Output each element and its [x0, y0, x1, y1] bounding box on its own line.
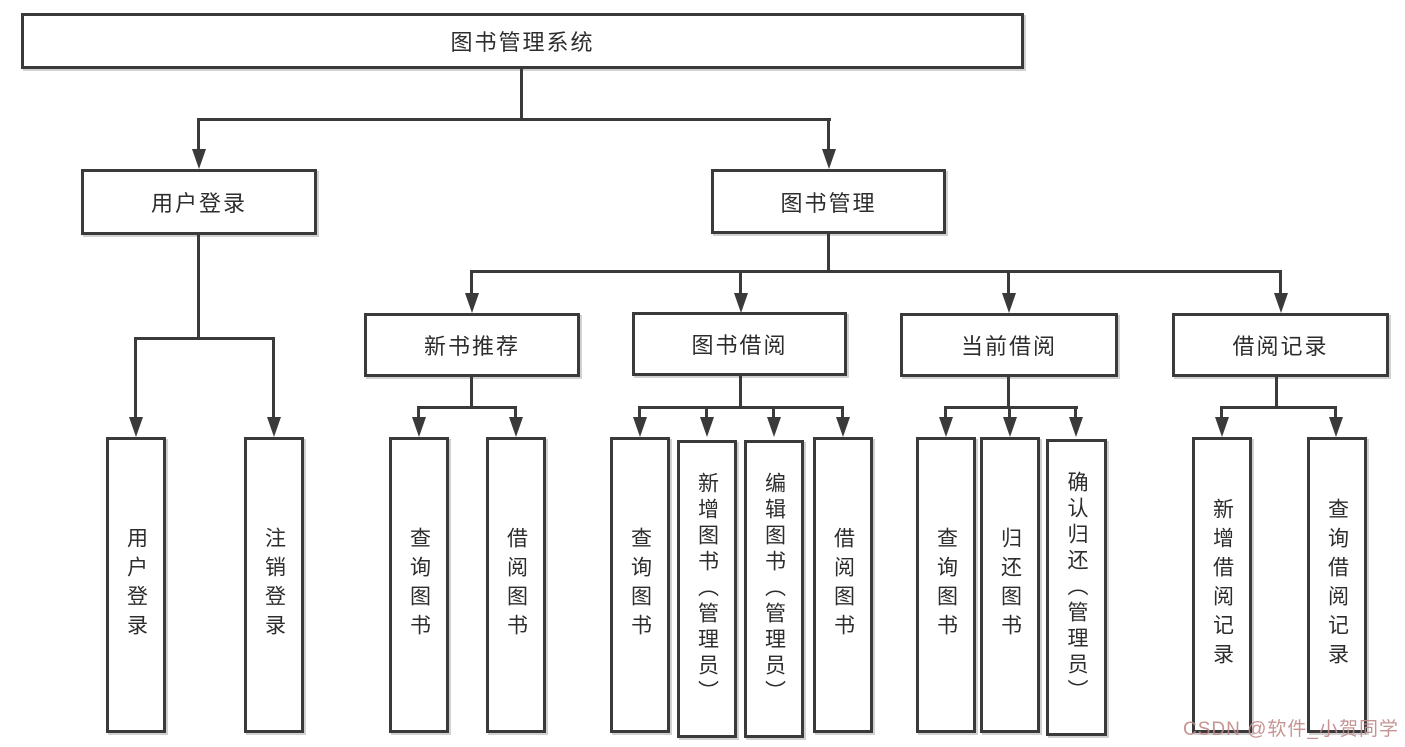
- leaf-user-login: 用户登录: [106, 437, 166, 733]
- connector-line: [739, 376, 742, 407]
- connector-line: [1279, 270, 1282, 294]
- connector-line: [1275, 377, 1278, 407]
- node-label: 用户登录: [124, 527, 148, 643]
- node-book-management: 图书管理: [711, 169, 946, 234]
- arrowhead-down-icon: [1003, 417, 1017, 437]
- connector-line: [470, 377, 473, 407]
- connector-line: [514, 406, 517, 418]
- arrowhead-down-icon: [734, 293, 748, 313]
- node-label: 图书管理系统: [450, 30, 595, 55]
- node-new-book-recommendation: 新书推荐: [364, 313, 580, 377]
- connector-line: [944, 406, 947, 418]
- connector-line: [272, 337, 275, 418]
- arrowhead-down-icon: [836, 417, 850, 437]
- leaf-query-borrow-record: 查询借阅记录: [1307, 437, 1367, 733]
- arrowhead-down-icon: [1274, 293, 1288, 313]
- node-book-borrowing: 图书借阅: [632, 312, 847, 376]
- node-label: 用户登录: [150, 191, 247, 216]
- node-label: 借阅记录: [1232, 334, 1329, 359]
- node-label: 查询图书: [934, 527, 958, 643]
- node-label: 图书借阅: [691, 333, 788, 358]
- connector-line: [197, 118, 200, 151]
- arrowhead-down-icon: [129, 417, 143, 437]
- leaf-borrow-books-recommend: 借阅图书: [486, 437, 546, 733]
- connector-line: [638, 406, 844, 409]
- connector-line: [197, 118, 831, 121]
- connector-line: [197, 235, 200, 338]
- arrowhead-down-icon: [1069, 417, 1083, 437]
- connector-line: [1334, 406, 1337, 418]
- leaf-query-books-current: 查询图书: [916, 437, 976, 733]
- arrowhead-down-icon: [509, 417, 523, 437]
- connector-line: [134, 337, 275, 340]
- node-label: 确认归还（管理员）: [1065, 470, 1088, 705]
- connector-line: [827, 234, 830, 271]
- leaf-query-books-recommend: 查询图书: [389, 437, 449, 733]
- connector-line: [520, 68, 523, 118]
- connector-line: [638, 406, 641, 418]
- connector-line: [417, 406, 420, 418]
- arrowhead-down-icon: [633, 417, 647, 437]
- connector-line: [134, 337, 137, 418]
- leaf-borrow-books: 借阅图书: [813, 437, 873, 733]
- arrowhead-down-icon: [1002, 293, 1016, 313]
- arrowhead-down-icon: [1329, 417, 1343, 437]
- connector-line: [772, 406, 775, 418]
- leaf-add-books-admin: 新增图书（管理员）: [677, 440, 737, 738]
- arrowhead-down-icon: [412, 417, 426, 437]
- node-user-login: 用户登录: [81, 169, 317, 235]
- connector-line: [841, 406, 844, 418]
- node-label: 新增借阅记录: [1210, 498, 1234, 672]
- node-label: 归还图书: [998, 527, 1022, 643]
- connector-line: [1074, 406, 1077, 418]
- arrowhead-down-icon: [939, 417, 953, 437]
- connector-line: [1007, 377, 1010, 407]
- leaf-return-books: 归还图书: [980, 437, 1040, 733]
- connector-line: [1008, 406, 1011, 418]
- node-label: 借阅图书: [831, 527, 855, 643]
- leaf-confirm-return-admin: 确认归还（管理员）: [1046, 439, 1107, 736]
- connector-line: [470, 270, 1282, 273]
- leaf-logout: 注销登录: [244, 437, 304, 733]
- node-label: 图书管理: [780, 190, 877, 216]
- connector-line: [417, 406, 517, 409]
- arrowhead-down-icon: [1215, 417, 1229, 437]
- node-borrowing-records: 借阅记录: [1172, 313, 1389, 377]
- connector-line: [1220, 406, 1337, 409]
- connector-line: [944, 406, 1078, 409]
- arrowhead-down-icon: [192, 149, 206, 169]
- connector-line: [705, 406, 708, 418]
- arrowhead-down-icon: [700, 417, 714, 437]
- connector-line: [1007, 270, 1010, 294]
- leaf-add-borrow-record: 新增借阅记录: [1192, 437, 1252, 733]
- arrowhead-down-icon: [267, 417, 281, 437]
- arrowhead-down-icon: [465, 293, 479, 313]
- leaf-edit-books-admin: 编辑图书（管理员）: [744, 440, 804, 738]
- connector-line: [1220, 406, 1223, 418]
- node-label: 新增图书（管理员）: [695, 472, 719, 706]
- node-label: 注销登录: [262, 527, 286, 643]
- csdn-watermark: CSDN @软件_小贺同学: [1183, 719, 1399, 740]
- node-current-borrowing: 当前借阅: [900, 313, 1118, 377]
- node-library-management-system: 图书管理系统: [21, 13, 1024, 69]
- node-label: 新书推荐: [423, 334, 520, 359]
- arrowhead-down-icon: [822, 149, 836, 169]
- node-label: 借阅图书: [504, 527, 528, 643]
- leaf-query-books-borrow: 查询图书: [610, 437, 670, 733]
- connector-line: [827, 118, 830, 151]
- node-label: 当前借阅: [960, 334, 1057, 359]
- node-label: 查询图书: [407, 527, 431, 643]
- arrowhead-down-icon: [767, 417, 781, 437]
- connector-line: [470, 270, 473, 294]
- node-label: 查询图书: [628, 527, 652, 643]
- node-label: 编辑图书（管理员）: [762, 472, 786, 706]
- connector-line: [739, 270, 742, 294]
- node-label: 查询借阅记录: [1325, 498, 1349, 672]
